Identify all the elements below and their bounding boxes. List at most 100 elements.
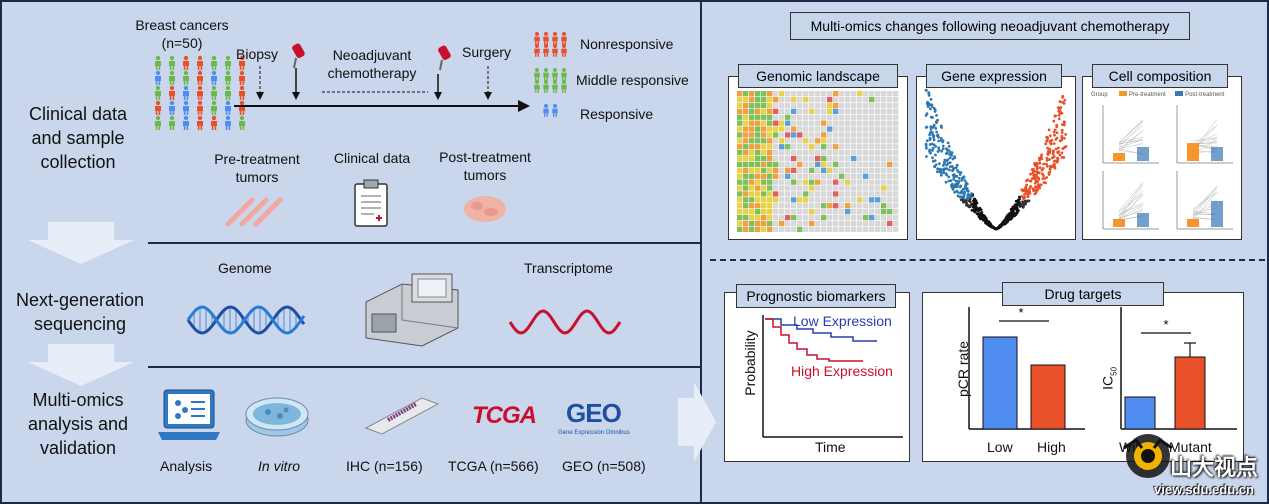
- ic50-bar-chart: *: [1120, 307, 1237, 430]
- geo-logo: GEO: [566, 398, 622, 428]
- person-icon: [543, 44, 549, 57]
- person-icon: [197, 100, 203, 115]
- response-nonresponsive: Nonresponsive: [580, 36, 674, 52]
- person-icon: [197, 55, 203, 70]
- bar-low: [982, 336, 1018, 430]
- cell-composition-boxplots: [1102, 105, 1233, 230]
- significance-marker: *: [1018, 305, 1023, 320]
- slide-icon: [364, 397, 440, 435]
- drug-targets-title: Drug targets: [1002, 282, 1164, 306]
- person-icon: [239, 55, 245, 70]
- prognostic-title: Prognostic biomarkers: [736, 284, 896, 308]
- right-dashed-divider: [710, 259, 1265, 261]
- transcriptome-label: Transcriptome: [524, 260, 613, 276]
- person-icon: [543, 104, 549, 117]
- person-icon: [534, 80, 540, 93]
- down-arrow-2: [28, 344, 134, 386]
- person-icon: [561, 44, 567, 57]
- person-icon: [169, 55, 175, 70]
- watermark-text: 山大视点: [1170, 455, 1259, 480]
- survival-curve: [762, 315, 903, 438]
- legend-high-expression: High Expression: [791, 363, 893, 379]
- syringe-icon: [438, 45, 451, 71]
- dna-strand: [186, 305, 306, 335]
- prognostic-xlabel: Time: [815, 439, 846, 455]
- cell-subplot: [1176, 105, 1233, 164]
- response-group-icons: [534, 32, 567, 117]
- drug-cat-high: High: [1037, 439, 1066, 455]
- person-icon: [169, 85, 175, 100]
- person-icon: [211, 100, 217, 115]
- person-icon: [552, 44, 558, 57]
- person-icon: [543, 32, 549, 45]
- rna-wave-icon: [508, 309, 622, 335]
- surgery-label: Surgery: [462, 44, 512, 60]
- left-divider-2: [148, 366, 700, 368]
- right-arrow: [678, 382, 716, 462]
- person-icon: [197, 115, 203, 130]
- gene-expression-panel: [916, 76, 1076, 240]
- prognostic-ylabel: Probability: [742, 330, 758, 396]
- person-icon: [169, 115, 175, 130]
- sequencer-icon: [365, 273, 459, 347]
- person-icon: [534, 68, 540, 81]
- timeline-arrow: [234, 66, 530, 112]
- vertical-divider: [700, 2, 702, 502]
- person-icon: [169, 70, 175, 85]
- validation-ihc: IHC (n=156): [346, 458, 423, 474]
- person-icon: [155, 55, 161, 70]
- cell-composition-panel: Group Pre-treatment Post-treatment: [1082, 76, 1242, 240]
- validation-in-vitro: In vitro: [258, 458, 301, 474]
- response-responsive: Responsive: [580, 106, 654, 122]
- person-icon: [225, 55, 231, 70]
- rna-strand: [508, 309, 622, 335]
- drug-cat-low: Low: [987, 439, 1013, 455]
- person-icon: [561, 68, 567, 81]
- person-icon: [225, 70, 231, 85]
- person-icon: [211, 70, 217, 85]
- cell-subplot: [1176, 171, 1233, 230]
- person-icon: [543, 68, 549, 81]
- person-icon: [239, 85, 245, 100]
- person-icon: [211, 85, 217, 100]
- drug-ylabel-2: IC50: [1099, 366, 1119, 390]
- laptop-icon: [158, 389, 220, 440]
- person-icon: [225, 85, 231, 100]
- petri-dish-icon: [245, 397, 309, 437]
- person-icon: [155, 85, 161, 100]
- person-icon: [183, 100, 189, 115]
- cell-subplot: [1102, 171, 1159, 230]
- person-icon: [552, 80, 558, 93]
- person-icon: [239, 70, 245, 85]
- cell-subplot: [1102, 105, 1159, 164]
- geo-logo-subtitle: Gene Expression Omnibus: [558, 430, 630, 436]
- person-icon: [197, 70, 203, 85]
- person-icon: [211, 55, 217, 70]
- pcr-bar-chart: *: [968, 305, 1085, 430]
- drug-cat-mutant: Mutant: [1169, 439, 1212, 455]
- person-icon: [561, 80, 567, 93]
- right-title: Multi-omics changes following neoadjuvan…: [790, 12, 1190, 40]
- person-icon: [183, 70, 189, 85]
- patient-cohort-icons: [155, 55, 245, 130]
- down-arrow-1: [28, 222, 134, 264]
- panel-title-genomic: Genomic landscape: [738, 64, 898, 88]
- person-icon: [552, 104, 558, 117]
- cohort-label: Breast cancers(n=50): [135, 17, 229, 51]
- validation-geo: GEO (n=508): [562, 458, 646, 474]
- person-icon: [183, 55, 189, 70]
- person-icon: [225, 100, 231, 115]
- validation-analysis: Analysis: [160, 458, 213, 474]
- person-icon: [183, 115, 189, 130]
- person-icon: [543, 80, 549, 93]
- clinical-data-label: Clinical data: [333, 150, 411, 166]
- person-icon: [197, 85, 203, 100]
- person-icon: [183, 85, 189, 100]
- clipboard-icon: [354, 179, 388, 227]
- person-icon: [225, 115, 231, 130]
